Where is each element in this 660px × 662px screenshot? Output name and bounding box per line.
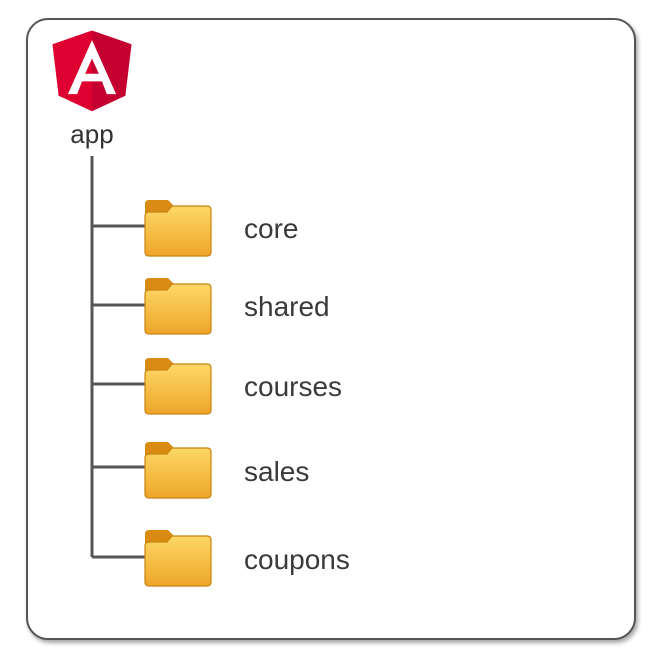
folder-icon bbox=[144, 530, 212, 587]
diagram-frame bbox=[26, 18, 636, 640]
folder-label-sales: sales bbox=[244, 456, 310, 487]
folder-icon bbox=[144, 358, 212, 415]
folder-icon bbox=[144, 278, 212, 335]
folder-icon bbox=[144, 200, 212, 257]
root-folder-label: app bbox=[70, 119, 114, 149]
angular-logo-icon bbox=[52, 30, 132, 112]
folder-label-coupons: coupons bbox=[244, 544, 350, 575]
folder-label-courses: courses bbox=[244, 371, 343, 402]
folder-label-shared: shared bbox=[244, 291, 330, 322]
folder-icon bbox=[144, 442, 212, 499]
folder-label-core: core bbox=[244, 213, 299, 244]
